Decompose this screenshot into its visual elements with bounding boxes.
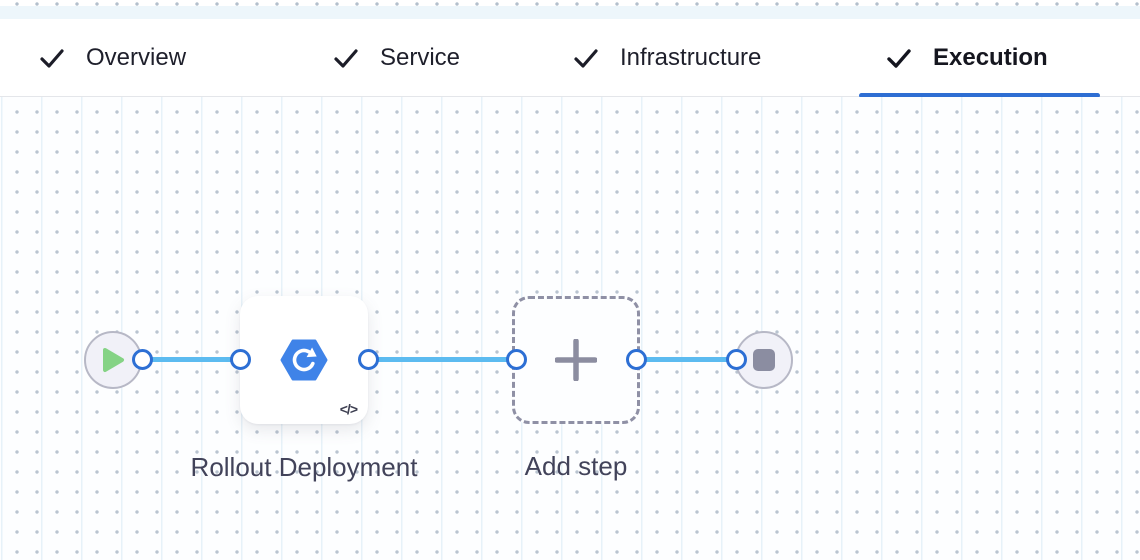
- connector-port[interactable]: [626, 349, 647, 370]
- check-icon: [40, 48, 64, 68]
- connector-port[interactable]: [230, 349, 251, 370]
- tab-service-label: Service: [380, 43, 461, 71]
- tab-execution-label: Execution: [933, 43, 1048, 71]
- add-step-node[interactable]: [512, 296, 640, 424]
- connector-edge: [142, 357, 240, 362]
- stage-tabbar: Overview Service Infrastructure Executio…: [0, 19, 1140, 98]
- step-rollout-deployment[interactable]: </>: [240, 296, 368, 424]
- stop-icon: [753, 349, 775, 371]
- tab-infrastructure[interactable]: Infrastructure: [572, 19, 761, 96]
- connector-edge: [637, 357, 737, 362]
- canvas-top-strip: [0, 0, 1140, 19]
- check-icon: [887, 48, 911, 68]
- pipeline-canvas[interactable]: </> Rollout Deployment Add step: [0, 97, 1140, 560]
- active-tab-underline: [859, 93, 1100, 98]
- tab-execution[interactable]: Execution: [885, 19, 1048, 96]
- tab-service[interactable]: Service: [332, 19, 460, 96]
- step-label-add-step: Add step: [524, 451, 628, 481]
- tab-overview-label: Overview: [86, 43, 187, 71]
- play-icon: [103, 348, 124, 372]
- end-node[interactable]: [735, 331, 793, 389]
- connector-port[interactable]: [726, 349, 747, 370]
- tab-overview[interactable]: Overview: [38, 19, 186, 96]
- start-node[interactable]: [84, 331, 142, 389]
- connector-port[interactable]: [358, 349, 379, 370]
- plus-icon: [555, 339, 597, 381]
- connector-port[interactable]: [132, 349, 153, 370]
- connector-edge: [368, 357, 517, 362]
- tab-infrastructure-label: Infrastructure: [620, 43, 762, 71]
- rollout-deployment-icon: [280, 339, 328, 381]
- check-icon: [334, 48, 358, 68]
- connector-port[interactable]: [506, 349, 527, 370]
- step-label-rollout-deployment: Rollout Deployment: [190, 452, 418, 482]
- check-icon: [574, 48, 598, 68]
- code-icon: </>: [339, 401, 358, 417]
